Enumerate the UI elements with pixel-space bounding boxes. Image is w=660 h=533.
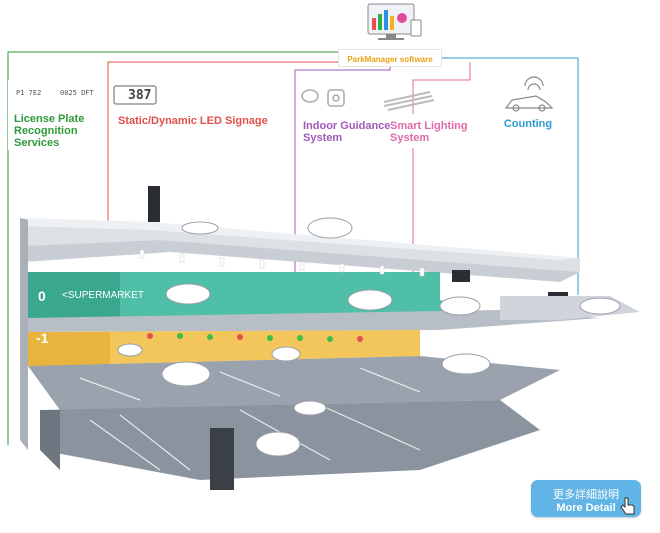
computer-icon xyxy=(367,3,422,40)
building-illustration xyxy=(20,186,640,490)
led-display-text: 387 xyxy=(128,88,152,103)
counting-car-icon xyxy=(504,76,554,112)
smart-lighting-icon xyxy=(383,91,435,111)
plate-right-text: 0025 DFT xyxy=(60,89,94,97)
more-detail-chinese: 更多詳細說明 xyxy=(553,489,619,501)
plate-left-text: P1 7E2 xyxy=(16,89,42,97)
counting-title: Counting xyxy=(503,118,553,130)
indoor-guidance-line-2: System xyxy=(303,132,343,144)
lpr-title-line-3: Services xyxy=(14,137,60,149)
smart-lighting-line-2: System xyxy=(390,132,430,144)
led-sign-icon xyxy=(113,85,157,105)
indoor-guidance-line-1: Indoor Guidance xyxy=(303,120,391,132)
more-detail-english: More Detail xyxy=(556,502,616,514)
indoor-guidance-icon xyxy=(301,89,345,107)
software-box: ParkManager software xyxy=(338,49,442,67)
floor-minus1-label: -1 xyxy=(36,330,49,346)
license-plate-panel: P1 7E2 0025 DFT License Plate Recognitio… xyxy=(8,80,104,150)
lpr-title-line-1: License Plate xyxy=(14,113,85,125)
counting-panel: Counting xyxy=(490,114,566,134)
supermarket-label: <SUPERMARKET xyxy=(62,290,144,301)
hand-pointer-icon xyxy=(620,497,635,515)
more-detail-button[interactable]: 更多詳細說明 More Detail xyxy=(531,480,641,517)
guidance-lighting-panel: Indoor Guidance System Smart Lighting Sy… xyxy=(298,114,468,148)
software-label: ParkManager software xyxy=(347,55,433,64)
supermarket-text: SUPERMARKET xyxy=(67,290,144,301)
smart-lighting-line-1: Smart Lighting xyxy=(390,120,468,132)
led-signage-title: Static/Dynamic LED Signage xyxy=(118,115,268,127)
floor-0-label: 0 xyxy=(38,288,46,304)
lpr-title-line-2: Recognition xyxy=(14,125,78,137)
